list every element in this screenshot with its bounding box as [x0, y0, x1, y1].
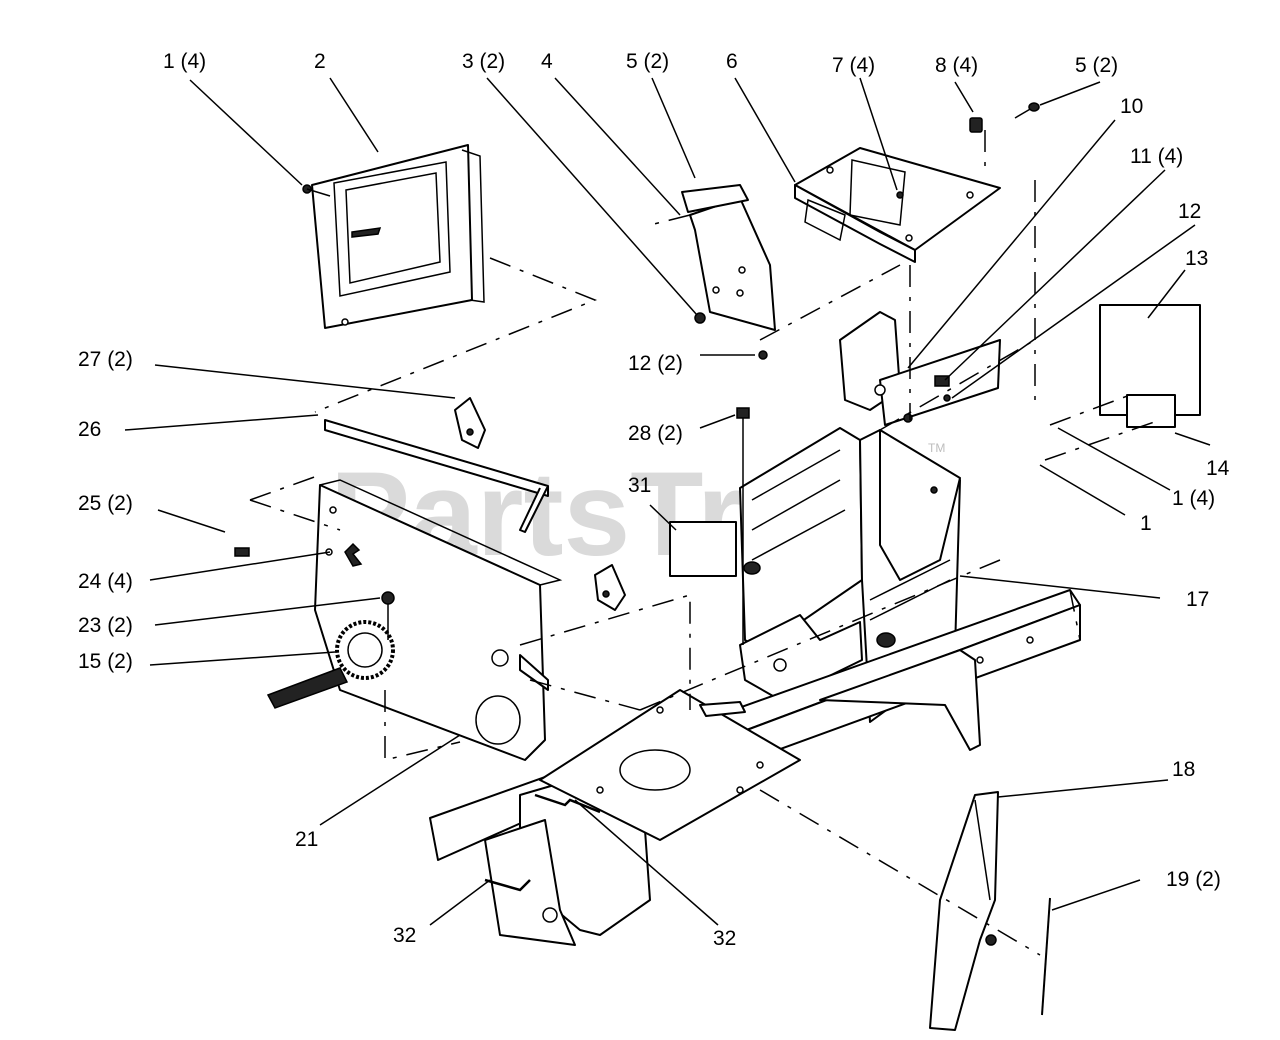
floor-plate	[539, 689, 801, 841]
callout-23: 23 (2)	[78, 614, 133, 637]
callout-1-4-top: 1 (4)	[163, 50, 206, 73]
part-26-rod	[324, 419, 549, 533]
callout-19: 19 (2)	[1166, 868, 1221, 891]
callout-1: 1	[1140, 512, 1152, 535]
callout-5-left: 5 (2)	[626, 50, 669, 73]
callout-5-right: 5 (2)	[1075, 54, 1118, 77]
callout-25: 25 (2)	[78, 492, 133, 515]
callout-7: 7 (4)	[832, 54, 875, 77]
part-23-bolt	[381, 591, 395, 640]
part-2-side-panel	[311, 144, 485, 329]
watermark-trademark: TM	[928, 441, 945, 455]
nut-12	[758, 350, 768, 360]
callout-2: 2	[314, 50, 326, 73]
callout-12: 12	[1178, 200, 1201, 223]
callout-15: 15 (2)	[78, 650, 133, 673]
screw-1-top	[302, 184, 331, 197]
callout-27: 27 (2)	[78, 348, 133, 371]
callout-32-right: 32	[713, 927, 736, 950]
clip-8	[969, 117, 983, 133]
part-27-bracket-lower	[594, 564, 626, 611]
callout-3: 3 (2)	[462, 50, 505, 73]
part-14-decal	[1126, 394, 1176, 428]
part-31-decal	[669, 521, 737, 577]
callout-14: 14	[1206, 457, 1230, 480]
callout-6: 6	[726, 50, 738, 73]
part-6-tray	[794, 147, 1001, 263]
callout-11: 11 (4)	[1130, 145, 1183, 168]
part-25-bolt	[234, 547, 250, 557]
callout-32-left: 32	[393, 924, 416, 947]
part-4-bracket	[681, 184, 776, 331]
callout-labels: 1 (4) 2 3 (2) 4 5 (2) 6 7 (4) 8 (4) 5 (2…	[78, 50, 1230, 950]
callout-26: 26	[78, 418, 101, 441]
callout-13: 13	[1185, 247, 1208, 270]
leader-lines	[124, 77, 1211, 926]
bolt-5-right	[1014, 102, 1040, 119]
part-28-bolt	[736, 407, 750, 645]
part-19-strip	[1041, 897, 1051, 1016]
part-21-side-panel	[314, 479, 563, 761]
callout-10: 10	[1120, 95, 1143, 118]
part-15-knob-handle	[266, 667, 349, 709]
callout-12-2: 12 (2)	[628, 352, 683, 375]
callout-17: 17	[1186, 588, 1209, 611]
callout-31: 31	[628, 474, 651, 497]
callout-18: 18	[1172, 758, 1195, 781]
callout-4: 4	[541, 50, 553, 73]
part-32-spring-lower	[484, 878, 531, 892]
assembly-lines	[249, 130, 1161, 956]
callout-21: 21	[295, 828, 318, 851]
part-32-spring	[534, 793, 601, 814]
callout-28: 28 (2)	[628, 422, 683, 445]
callout-8: 8 (4)	[935, 54, 978, 77]
callout-1-4-right: 1 (4)	[1172, 487, 1215, 510]
part-27-bracket	[454, 397, 486, 449]
callout-24: 24 (4)	[78, 570, 133, 593]
part-10-bracket	[839, 311, 1001, 426]
part-24-wing-nut	[344, 542, 363, 567]
